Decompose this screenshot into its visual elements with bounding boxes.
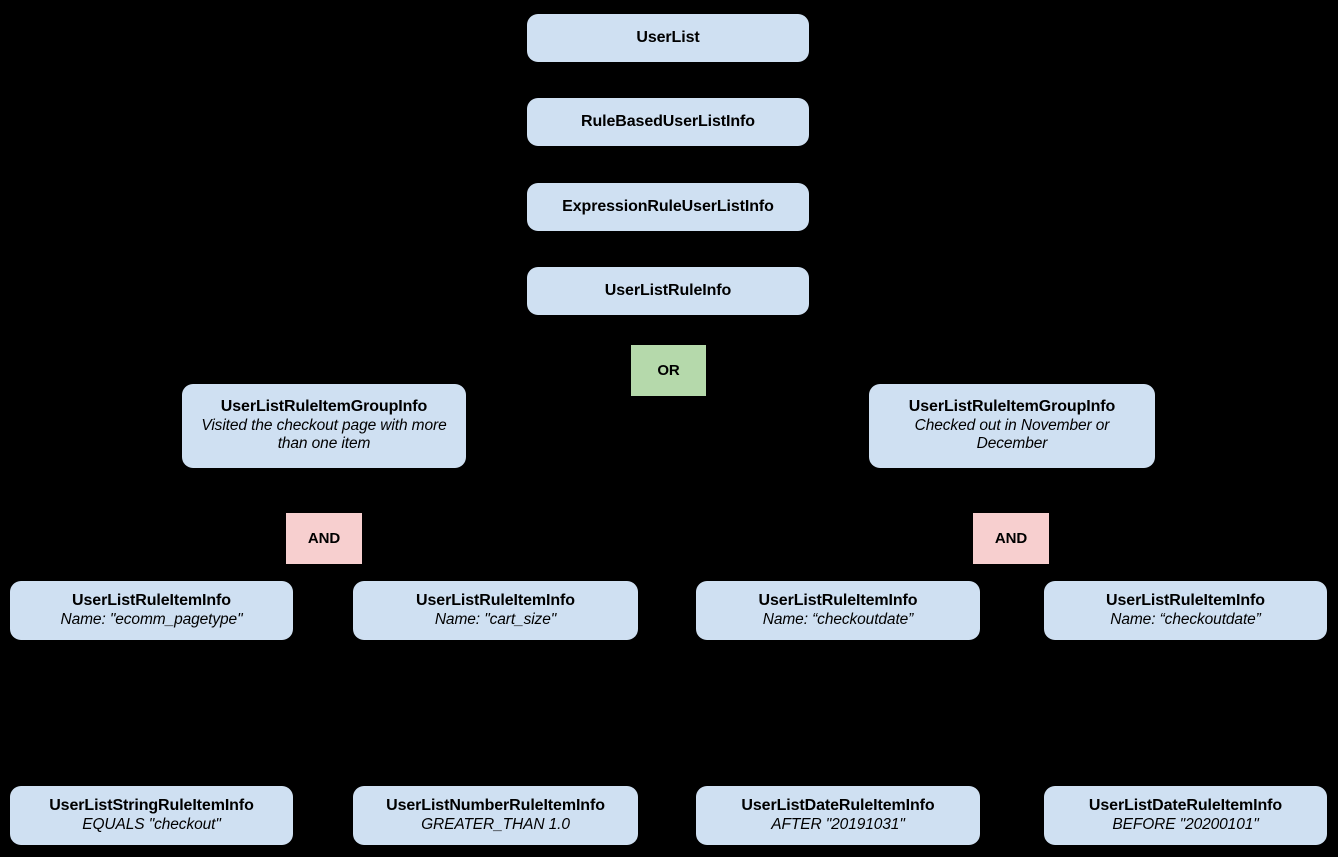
node-title: UserListRuleInfo: [604, 281, 732, 299]
node-title: UserListRuleItemInfo: [758, 591, 918, 609]
node-subtitle: AFTER "20191031": [771, 815, 905, 833]
node-title: AND: [307, 529, 341, 547]
node-title: UserListDateRuleItemInfo: [1088, 796, 1283, 814]
node-and-left[interactable]: AND: [286, 513, 362, 564]
node-title: AND: [994, 529, 1028, 547]
node-or[interactable]: OR: [631, 345, 706, 396]
node-subtitle: Name: "cart_size": [434, 610, 557, 628]
edge-and-right-to-item-checkoutdate-1: [836, 538, 974, 582]
node-subtitle: BEFORE "20200101": [1112, 815, 1259, 833]
edge-or-to-group-left: [338, 370, 632, 390]
node-userlistruleinfo[interactable]: UserListRuleInfo: [527, 267, 809, 315]
node-title: UserListRuleItemInfo: [72, 591, 231, 609]
node-subtitle: EQUALS "checkout": [82, 815, 221, 833]
node-title: UserListDateRuleItemInfo: [741, 796, 935, 814]
node-title: UserListRuleItemGroupInfo: [908, 398, 1116, 416]
node-subtitle: Name: "ecomm_pagetype": [60, 610, 243, 628]
node-subtitle: Checked out in November or December: [914, 417, 1110, 453]
node-userlist[interactable]: UserList: [527, 14, 809, 62]
node-subtitle: GREATER_THAN 1.0: [421, 815, 570, 833]
node-title: UserListRuleItemInfo: [1106, 591, 1265, 609]
node-title: OR: [657, 361, 680, 379]
node-title: UserListRuleItemInfo: [416, 591, 575, 609]
node-title: UserListNumberRuleItemInfo: [386, 796, 605, 814]
edge-and-left-to-item-cartsize: [361, 538, 498, 583]
node-title: UserList: [636, 28, 700, 46]
node-rulebased[interactable]: RuleBasedUserListInfo: [527, 98, 809, 146]
node-title: ExpressionRuleUserListInfo: [562, 197, 774, 215]
node-subtitle: Name: “checkoutdate”: [1110, 610, 1261, 628]
node-title: UserListStringRuleItemInfo: [49, 796, 254, 814]
node-title: RuleBasedUserListInfo: [581, 112, 755, 130]
edge-and-right-to-item-checkoutdate-2: [1048, 538, 1188, 583]
node-subtitle: Visited the checkout page with more than…: [201, 417, 447, 453]
node-expressionrule[interactable]: ExpressionRuleUserListInfo: [527, 183, 809, 231]
edge-and-left-to-item-pagetype: [150, 538, 287, 582]
node-title: UserListRuleItemGroupInfo: [220, 398, 428, 416]
node-and-right[interactable]: AND: [973, 513, 1049, 564]
node-subtitle: Name: “checkoutdate”: [762, 610, 914, 628]
edge-or-to-group-right: [705, 370, 1002, 390]
